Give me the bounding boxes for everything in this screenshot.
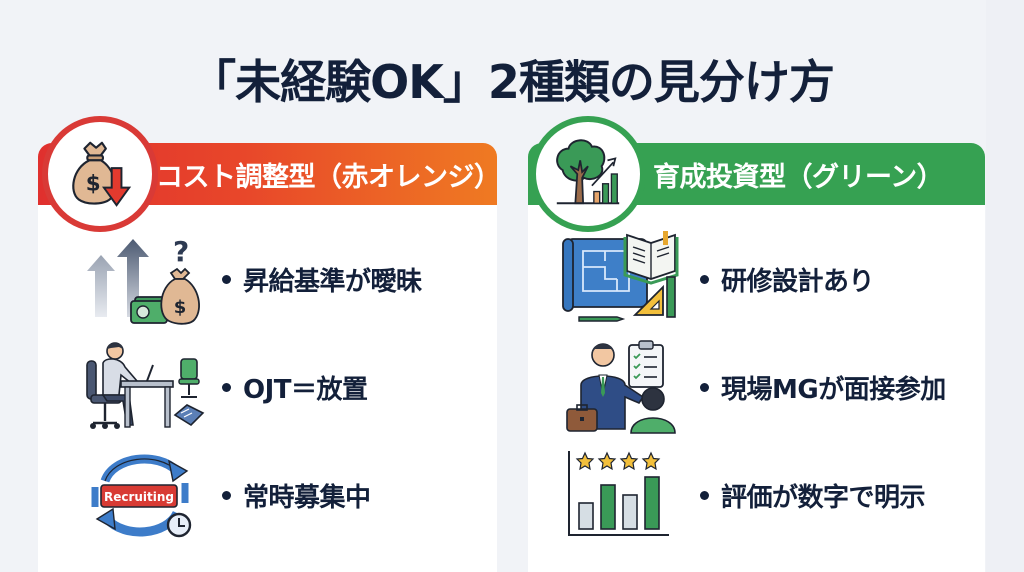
rising-arrows-question-money-icon: ? $ (78, 229, 208, 329)
card-header-label: コスト調整型（赤オレンジ） (156, 161, 501, 193)
tree-growth-chart-icon (530, 116, 646, 232)
list-item: Recruiting 常時募集中 (38, 441, 497, 549)
list-item: ? $ 昇給基準が曖昧 (38, 225, 497, 333)
card-header-label: 育成投資型（グリーン） (653, 161, 944, 193)
blueprint-book-ruler-icon (556, 229, 686, 329)
bullet-dot (222, 490, 231, 500)
svg-text:Recruiting: Recruiting (104, 490, 174, 504)
item-label: 評価が数字で明示 (721, 482, 926, 513)
item-label: 常時募集中 (243, 482, 371, 513)
list-item: OJT＝放置 (38, 333, 497, 441)
bullet-dot (700, 490, 709, 500)
bullet-dot (222, 382, 231, 392)
bullet-dot (700, 382, 709, 392)
manager-interview-clipboard-icon (556, 337, 686, 437)
card-growth-investment: 育成投資型（グリーン） (528, 116, 985, 572)
money-bag-down-arrow-icon: $ (42, 116, 158, 232)
page-title: 「未経験OK」2種類の見分け方 (190, 55, 835, 109)
svg-text:$: $ (174, 297, 187, 318)
bullet-dot (222, 274, 231, 284)
card-cost-adjustment: コスト調整型（赤オレンジ） $ (38, 116, 501, 572)
list-item: 現場MGが面接参加 (528, 333, 985, 441)
recruiting-cycle-clock-icon: Recruiting (78, 445, 208, 545)
item-label: 現場MGが面接参加 (721, 374, 946, 405)
svg-text:$: $ (86, 172, 101, 197)
right-edge-strip (986, 0, 1024, 572)
svg-text:?: ? (173, 235, 189, 268)
person-alone-at-desk-icon (78, 337, 208, 437)
list-item: 評価が数字で明示 (528, 441, 985, 549)
bullet-dot (700, 274, 709, 284)
star-rating-bar-chart-icon (556, 445, 686, 545)
item-label: 昇給基準が曖昧 (243, 266, 422, 297)
item-label: 研修設計あり (721, 266, 875, 297)
list-item: 研修設計あり (528, 225, 985, 333)
item-label: OJT＝放置 (243, 374, 368, 405)
